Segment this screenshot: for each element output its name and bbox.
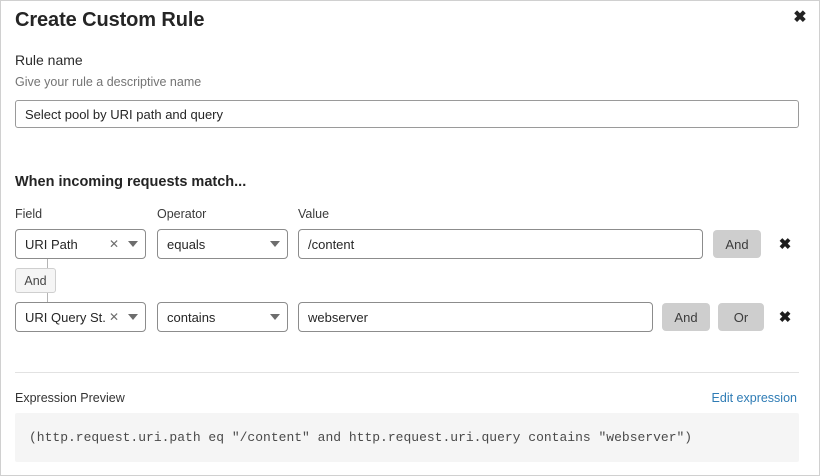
- field-select-2-value: URI Query St...: [25, 309, 107, 325]
- operator-select-2-value: contains: [167, 309, 216, 325]
- rule-name-help-text: Give your rule a descriptive name: [15, 75, 202, 89]
- match-section-heading: When incoming requests match...: [15, 174, 247, 190]
- field-select-1-value: URI Path: [25, 236, 78, 252]
- column-label-operator: Operator: [157, 207, 207, 221]
- or-button-2[interactable]: Or: [718, 303, 764, 331]
- field-select-2[interactable]: URI Query St... ✕: [15, 302, 146, 332]
- rule-name-label: Rule name: [15, 52, 83, 68]
- rule-name-input[interactable]: [15, 100, 799, 128]
- clear-icon[interactable]: ✕: [108, 237, 120, 251]
- column-label-value: Value: [298, 207, 330, 221]
- operator-select-2[interactable]: contains: [157, 302, 288, 332]
- value-input-1[interactable]: [298, 229, 703, 259]
- expression-preview-label: Expression Preview: [15, 391, 125, 405]
- delete-condition-1-icon[interactable]: ✖: [773, 229, 797, 259]
- chevron-down-icon[interactable]: [263, 241, 287, 247]
- value-input-2[interactable]: [298, 302, 653, 332]
- expression-preview-text: (http.request.uri.path eq "/content" and…: [29, 430, 693, 445]
- section-divider: [15, 372, 799, 373]
- delete-condition-2-icon[interactable]: ✖: [773, 302, 797, 332]
- chevron-down-icon[interactable]: [121, 314, 145, 320]
- page-title: Create Custom Rule: [15, 9, 205, 31]
- chevron-down-icon[interactable]: [121, 241, 145, 247]
- and-button-2[interactable]: And: [662, 303, 710, 331]
- chevron-down-icon[interactable]: [263, 314, 287, 320]
- close-icon[interactable]: ✖: [790, 8, 810, 28]
- and-button-1[interactable]: And: [713, 230, 761, 258]
- expression-preview-box: (http.request.uri.path eq "/content" and…: [15, 413, 799, 462]
- edit-expression-link[interactable]: Edit expression: [711, 391, 797, 405]
- column-label-field: Field: [15, 207, 43, 221]
- clear-icon[interactable]: ✕: [108, 310, 120, 324]
- operator-select-1-value: equals: [167, 236, 206, 252]
- operator-select-1[interactable]: equals: [157, 229, 288, 259]
- field-select-1[interactable]: URI Path ✕: [15, 229, 146, 259]
- connector-and-chip[interactable]: And: [15, 268, 56, 293]
